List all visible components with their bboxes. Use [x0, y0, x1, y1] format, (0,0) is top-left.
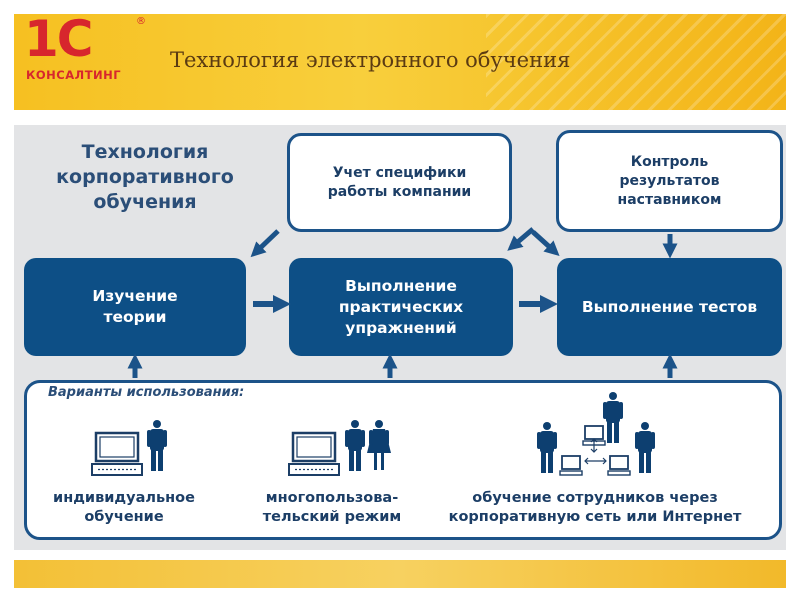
variant-multiuser-label: многопользова- тельский режим — [242, 489, 422, 527]
box-label-line: Контроль — [630, 153, 709, 170]
person-icon — [603, 392, 623, 443]
arrow-icon — [250, 229, 280, 258]
box-theory-study: Изучение теории — [24, 258, 246, 356]
logo-registered-mark: ® — [136, 16, 146, 27]
box-label-line: наставником — [617, 191, 722, 208]
box-company-specifics: Учет специфики работы компании — [287, 133, 512, 232]
footer-banner — [14, 560, 786, 588]
woman-icon — [367, 420, 391, 470]
box-practice-exercises: Выполнение практических упражнений — [289, 258, 513, 356]
box-label-line: практических — [338, 297, 464, 316]
company-logo: 1С ® КОНСАЛТИНГ — [24, 14, 154, 86]
variant-label-line: тельский режим — [262, 509, 402, 525]
person-icon — [537, 422, 557, 473]
network-arrows-icon — [584, 438, 607, 465]
person-icon — [635, 422, 655, 473]
computer-icon — [287, 431, 341, 477]
person-icon — [345, 420, 365, 471]
box-label-line: результатов — [619, 172, 720, 189]
box-label-line: Изучение — [92, 287, 178, 305]
heading-line: обучения — [93, 191, 197, 213]
box-label-line: Выполнение — [345, 276, 457, 295]
usage-variants-box — [24, 380, 782, 540]
box-mentor-control: Контроль результатов наставником — [556, 130, 783, 232]
person-icon — [147, 420, 167, 471]
computer-icon — [607, 455, 631, 476]
box-label-line: теории — [103, 308, 167, 326]
logo-subtitle: КОНСАЛТИНГ — [26, 68, 122, 82]
variant-label-line: корпоративную сеть или Интернет — [448, 509, 742, 525]
computer-icon — [90, 431, 144, 477]
box-label-line: Учет специфики — [332, 164, 467, 181]
computer-icon — [559, 455, 583, 476]
arrow-icon — [531, 230, 560, 257]
header-decoration — [486, 14, 786, 110]
heading-line: корпоративного — [56, 166, 234, 188]
variant-label-line: многопользова- — [265, 490, 399, 506]
usage-title: Варианты использования: — [48, 385, 245, 400]
variant-individual-label: индивидуальное обучение — [34, 489, 214, 527]
box-label-line: Выполнение тестов — [581, 297, 758, 316]
variant-label-line: обучение — [84, 509, 164, 525]
box-label-line: работы компании — [327, 183, 472, 200]
box-tests: Выполнение тестов — [557, 258, 782, 356]
variant-label-line: индивидуальное — [53, 490, 195, 506]
logo-mark: 1С — [24, 10, 93, 68]
box-label-line: упражнений — [345, 318, 457, 337]
arrow-icon — [507, 227, 535, 251]
header-banner — [14, 14, 786, 110]
variant-label-line: обучение сотрудников через — [472, 490, 718, 506]
diagram-heading: Технология корпоративного обучения — [30, 140, 260, 215]
page-title: Технология электронного обучения — [170, 48, 571, 72]
heading-line: Технология — [81, 141, 209, 163]
variant-network-label: обучение сотрудников через корпоративную… — [420, 489, 770, 527]
